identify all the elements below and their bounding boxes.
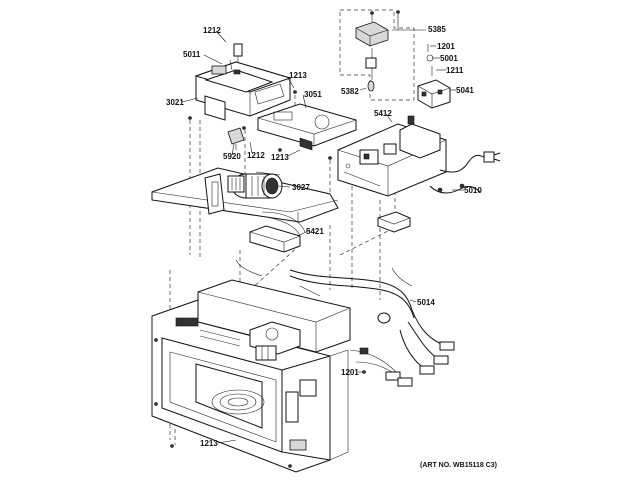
wire-harness-5014 — [235, 259, 455, 387]
art-number: (ART NO. WB15118 C3) — [420, 462, 497, 469]
filter-piece — [377, 211, 411, 233]
blower-motor-3027 — [227, 173, 283, 199]
label-5011: 5011 — [183, 50, 201, 59]
label-5010: 5010 — [464, 186, 482, 195]
label-3027: 3027 — [292, 183, 310, 192]
switch-5385 — [355, 11, 389, 92]
power-cord-5010 — [429, 151, 501, 194]
label-1212-top: 1212 — [203, 26, 221, 35]
label-1213-mid: 1213 — [271, 153, 289, 162]
upper-shroud-3021 — [194, 43, 292, 121]
sub-assembly-box — [339, 9, 415, 101]
relay-5041 — [417, 79, 451, 109]
label-1213-bot: 1213 — [200, 439, 218, 448]
label-1213-top: 1213 — [289, 71, 307, 80]
label-3021: 3021 — [166, 98, 184, 107]
label-5412: 5412 — [374, 109, 392, 118]
label-3051: 3051 — [304, 90, 322, 99]
label-1211: 1211 — [446, 66, 464, 75]
hardware-right — [396, 10, 434, 76]
label-5385: 5385 — [428, 25, 446, 34]
control-bracket-5412 — [337, 115, 447, 197]
label-5014: 5014 — [417, 298, 435, 307]
duct-5421 — [249, 211, 306, 253]
leader-lines — [181, 14, 464, 444]
label-5382: 5382 — [341, 87, 359, 96]
label-1201-top: 1201 — [437, 42, 455, 51]
label-5001: 5001 — [440, 54, 458, 63]
plate-3051 — [257, 103, 357, 151]
label-5920: 5920 — [223, 152, 241, 161]
label-5421: 5421 — [306, 227, 324, 236]
screws — [170, 90, 366, 448]
label-1201-bot: 1201 — [341, 368, 359, 377]
oven-chassis — [151, 279, 351, 473]
label-1212-mid: 1212 — [247, 151, 265, 160]
bracket-5920 — [227, 127, 245, 150]
label-5041: 5041 — [456, 86, 474, 95]
callout-labels: 1212 5011 1213 3021 3051 5920 1212 1213 … — [166, 25, 497, 469]
